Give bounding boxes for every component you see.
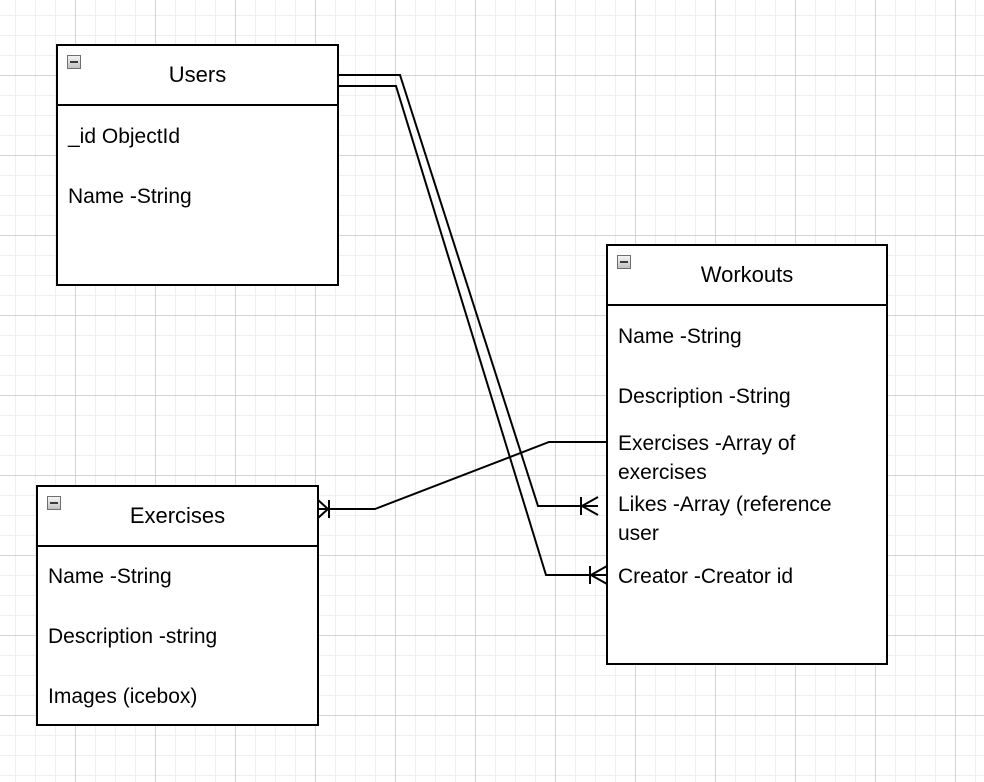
entity-exercises-title: Exercises bbox=[129, 503, 226, 528]
entity-exercises-header: Exercises bbox=[38, 487, 317, 547]
workouts-field-exercises-cont: exercises bbox=[618, 461, 707, 484]
entity-users-title: Users bbox=[168, 62, 227, 87]
entity-users[interactable]: Users _id ObjectId Name -String bbox=[56, 44, 339, 286]
connector-users-to-likes[interactable] bbox=[339, 74, 598, 507]
exercises-field-images[interactable]: Images (icebox) bbox=[48, 685, 198, 708]
workouts-field-likes[interactable]: Likes -Array (reference bbox=[618, 493, 832, 516]
collapse-minus-icon[interactable] bbox=[617, 255, 631, 269]
connector-users-to-creator[interactable] bbox=[339, 85, 607, 576]
workouts-field-description[interactable]: Description -String bbox=[618, 385, 791, 408]
likes-crowfoot-prongs bbox=[579, 496, 599, 516]
entity-exercises[interactable]: Exercises Name -String Description -stri… bbox=[36, 485, 319, 726]
workouts-field-creator[interactable]: Creator -Creator id bbox=[618, 565, 794, 588]
exercises-field-name[interactable]: Name -String bbox=[48, 565, 172, 588]
exercises-field-description[interactable]: Description -string bbox=[48, 625, 218, 648]
workouts-field-likes-cont: user bbox=[618, 522, 659, 545]
entity-workouts-header: Workouts bbox=[608, 246, 886, 306]
entity-workouts-title: Workouts bbox=[700, 262, 794, 287]
users-field-name[interactable]: Name -String bbox=[68, 185, 192, 208]
creator-crowfoot-prongs bbox=[588, 565, 608, 585]
entity-users-header: Users bbox=[58, 46, 337, 106]
collapse-minus-icon[interactable] bbox=[47, 496, 61, 510]
collapse-minus-icon[interactable] bbox=[67, 55, 81, 69]
connector-exercises-field-to-exercises[interactable] bbox=[318, 441, 607, 510]
entity-workouts[interactable]: Workouts Name -String Description -Strin… bbox=[606, 244, 888, 665]
workouts-field-name[interactable]: Name -String bbox=[618, 325, 742, 348]
exercises-crowfoot-prongs bbox=[317, 499, 330, 519]
users-field-id[interactable]: _id ObjectId bbox=[68, 125, 181, 148]
workouts-field-exercises[interactable]: Exercises -Array of bbox=[618, 432, 796, 455]
